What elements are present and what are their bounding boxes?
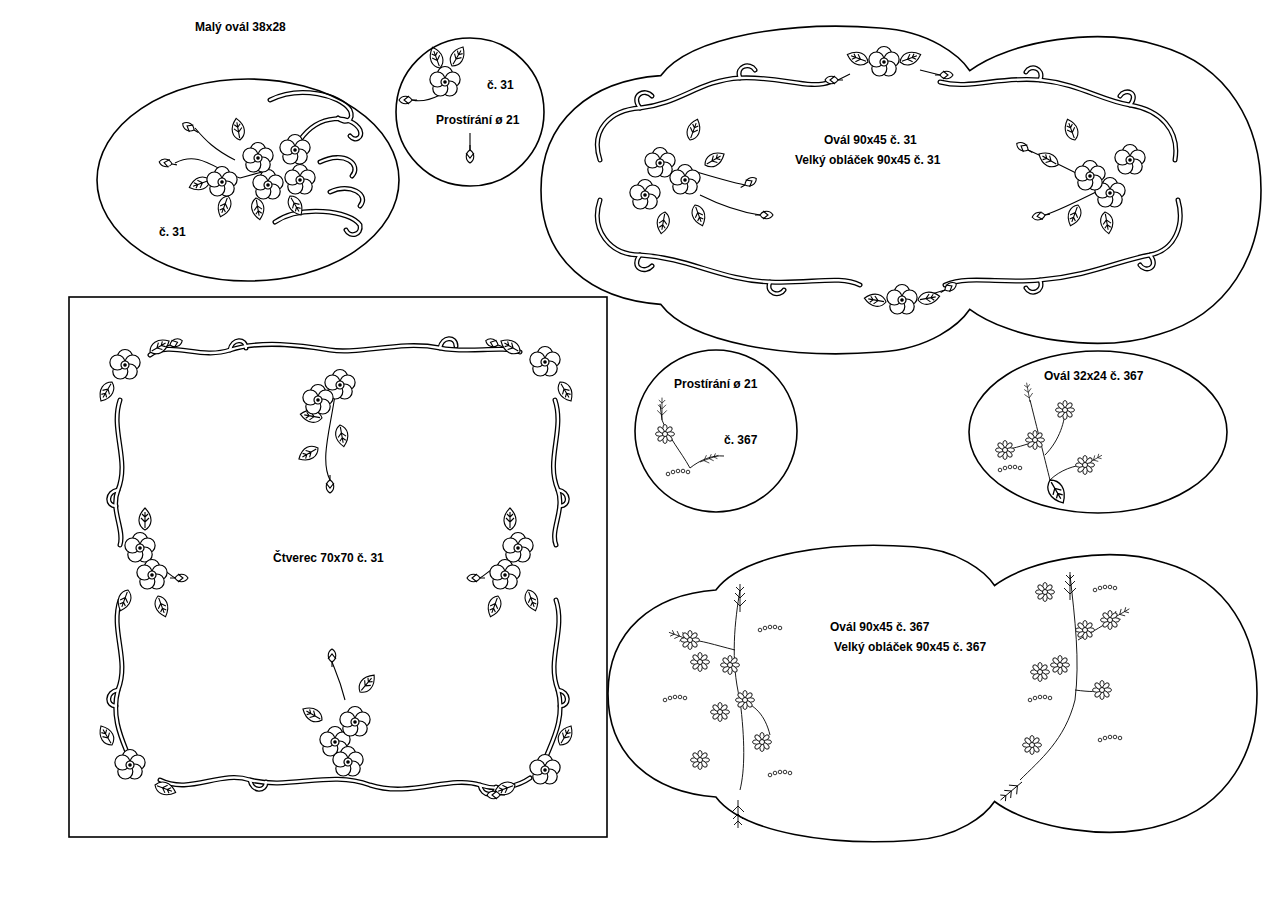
pattern-label: Ovál 90x45 č. 31	[824, 133, 917, 147]
label-holder: Ovál 90x45 č. 31	[824, 133, 917, 147]
shape-outline	[96, 78, 400, 282]
rose-border	[96, 336, 576, 799]
cloud-oval: Ovál 90x45 č. 367Velký obláček 90x45 č. …	[607, 535, 1258, 852]
label-holder: Čtverec 70x70 č. 31	[273, 551, 384, 565]
cloud-oval: Ovál 90x45 č. 31 Velký obláček 90x45 č. 3…	[540, 15, 1262, 365]
label-holder: Prostírání ø 21	[436, 113, 519, 127]
shape-outline	[395, 37, 545, 187]
pattern-label: Čtverec 70x70 č. 31	[273, 551, 384, 565]
rose-motif	[399, 44, 474, 163]
label-holder: č. 31	[159, 225, 186, 239]
label-holder: Ovál 90x45 č. 367	[830, 620, 929, 634]
outline-path	[635, 350, 797, 512]
label-holder: č. 367	[724, 433, 757, 447]
pattern-label: č. 31	[487, 78, 514, 92]
shape-outline	[540, 15, 1262, 365]
outline-path	[396, 38, 544, 186]
shape-outline	[607, 535, 1258, 852]
rose-spray	[159, 117, 316, 220]
placemat-circle: č. 31 Prostírání ø 21	[395, 37, 545, 187]
outline-path	[541, 26, 1261, 353]
label-holder: Velký obláček 90x45 č. 31	[795, 153, 940, 167]
pattern-label: Velký obláček 90x45 č. 367	[834, 640, 986, 654]
pattern-label: č. 31	[159, 225, 186, 239]
outline-path	[608, 545, 1257, 841]
label-holder: Prostírání ø 21	[674, 377, 757, 391]
daisy-garland	[663, 572, 1132, 828]
pattern-label: Ovál 32x24 č. 367	[1044, 369, 1143, 383]
pattern-label: Prostírání ø 21	[674, 377, 757, 391]
square-cloth: Čtverec 70x70 č. 31	[68, 296, 608, 838]
pattern-label: Velký obláček 90x45 č. 31	[795, 153, 940, 167]
pattern-label: č. 367	[724, 433, 757, 447]
placemat-circle: Prostírání ø 21 č. 367	[634, 349, 798, 513]
pattern-label: Ovál 90x45 č. 367	[830, 620, 929, 634]
outline-path	[969, 351, 1227, 513]
daisy-bouquet	[996, 382, 1105, 507]
shape-outline	[634, 349, 798, 513]
outline-path	[69, 297, 607, 837]
small-oval: Malý ovál 38x28č. 31	[96, 78, 400, 282]
scroll-outline	[109, 66, 1180, 794]
daisy-sprig	[656, 398, 725, 476]
pattern-label: Malý ovál 38x28	[195, 20, 286, 34]
small-oval: Ovál 32x24 č. 367	[968, 350, 1228, 514]
label-holder: Velký obláček 90x45 č. 367	[834, 640, 986, 654]
label-holder: Malý ovál 38x28	[195, 20, 286, 34]
label-holder: č. 31	[487, 78, 514, 92]
rose-garland	[630, 47, 1145, 315]
pattern-label: Prostírání ø 21	[436, 113, 519, 127]
shape-outline	[68, 296, 608, 838]
label-holder: Ovál 32x24 č. 367	[1044, 369, 1143, 383]
outline-path	[97, 79, 399, 281]
